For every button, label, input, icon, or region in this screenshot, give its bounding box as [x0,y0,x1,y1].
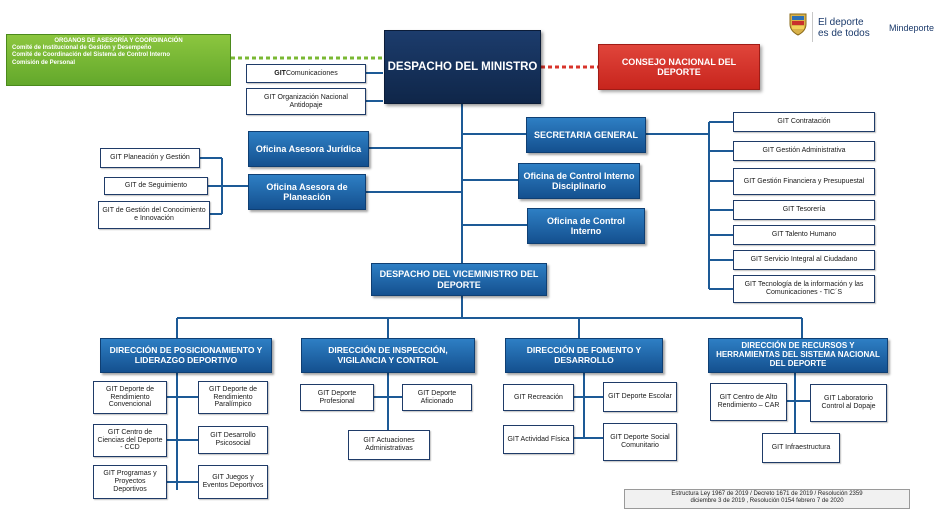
git-comunicaciones-box: GIT Comunicaciones [246,64,366,83]
connector-secretaria-git [709,121,733,290]
git-gestion-administrativa: GIT Gestión Administrativa [733,141,875,161]
direccion-fomento-box: DIRECCIÓN DE FOMENTO Y DESARROLLO [505,338,663,373]
oficina-planeacion-box: Oficina Asesora de Planeación [248,174,366,210]
git-tics: GIT Tecnología de la información y las C… [733,275,875,303]
git-servicio-ciudadano: GIT Servicio Integral al Ciudadano [733,250,875,270]
legal-footnote: Estructura Ley 1967 de 2019 / Decreto 16… [624,489,910,509]
logo-divider [812,12,813,42]
connector-planeacion-git [200,157,248,215]
footnote-line-1: Estructura Ley 1967 de 2019 / Decreto 16… [671,491,863,497]
git-juegos-eventos: GIT Juegos y Eventos Deportivos [198,465,268,499]
coat-of-arms-icon [789,13,807,36]
git-antidopaje-box: GIT Organización Nacional Antidopaje [246,88,366,115]
connector-direcciones [176,296,803,338]
connector-inspeccion [374,373,402,430]
git-actividad-fisica: GIT Actividad Física [503,425,574,454]
git-deporte-aficionado: GIT Deporte Aficionado [402,384,472,411]
oficina-juridica-box: Oficina Asesora Jurídica [248,131,369,167]
git-infraestructura: GIT Infraestructura [762,433,840,463]
git-prefix: GIT [274,69,286,77]
git-programas-proyectos: GIT Programas y Proyectos Deportivos [93,465,167,499]
git-deporte-escolar: GIT Deporte Escolar [603,382,677,412]
git-recreacion: GIT Recreación [503,384,574,411]
connector-control [462,133,527,226]
git-tesoreria: GIT Tesorería [733,200,875,220]
git-centro-alto-rendimiento: GIT Centro de Alto Rendimiento – CAR [710,383,787,421]
git-desarrollo-psicosocial: GIT Desarrollo Psicosocial [198,426,268,454]
organos-line: Comisión de Personal [12,59,76,66]
organos-line: Comité de Institucional de Gestión y Des… [12,45,152,52]
despacho-ministro-box: DESPACHO DEL MINISTRO [384,30,541,104]
connector-recursos [787,373,810,433]
logo-slogan: El deporte es de todos [818,17,870,39]
consejo-nacional-box: CONSEJO NACIONAL DEL DEPORTE [598,44,760,90]
direccion-inspeccion-box: DIRECCIÓN DE INSPECCIÓN, VIGILANCIA Y CO… [301,338,475,373]
direccion-posicionamiento-box: DIRECCIÓN DE POSICIONAMIENTO Y LIDERAZGO… [100,338,272,373]
oficina-control-disciplinario-box: Oficina de Control Interno Disciplinario [518,163,640,199]
git-comunicaciones-label: Comunicaciones [285,69,338,77]
git-centro-ciencias: GIT Centro de Ciencias del Deporte - CCD [93,424,167,457]
git-seguimiento: GIT de Seguimiento [104,177,208,195]
logo-slogan-line-1: El deporte [818,17,864,28]
logo-slogan-line-2: es de todos [818,27,870,39]
git-talento-humano: GIT Talento Humano [733,225,875,245]
git-rendimiento-paralimpico: GIT Deporte de Rendimiento Paralímpico [198,381,268,414]
connector-oficinas-asesoras [366,147,462,193]
connector-posicionamiento [167,373,198,490]
git-actuaciones-administrativas: GIT Actuaciones Administrativas [348,430,430,460]
git-gestion-financiera: GIT Gestión Financiera y Presupuestal [733,168,875,195]
git-rendimiento-convencional: GIT Deporte de Rendimiento Convencional [93,381,167,414]
git-deporte-profesional: GIT Deporte Profesional [300,384,374,411]
oficina-control-interno-box: Oficina de Control Interno [527,208,645,244]
connector-fomento [574,373,603,439]
footnote-line-2: diciembre 3 de 2019 , Resolución 0154 fe… [690,498,844,505]
mindeporte-logo: El deporte es de todos Mindeporte [786,12,938,48]
git-gestion-conocimiento: GIT de Gestión del Conocimiento e Innova… [98,201,210,229]
organos-line: Comité de Coordinación del Sistema de Co… [12,52,171,59]
git-contratacion: GIT Contratación [733,112,875,132]
secretaria-general-box: SECRETARIA GENERAL [526,117,646,153]
organos-title: ORGANOS DE ASESORÍA Y COORDINACIÓN [54,38,183,44]
connector-minister-git [366,72,383,102]
git-laboratorio-dopaje: GIT Laboratorio Control al Dopaje [810,384,887,422]
git-deporte-social: GIT Deporte Social Comunitario [603,423,677,461]
git-planeacion-gestion: GIT Planeación y Gestión [100,148,200,168]
direccion-recursos-box: DIRECCIÓN DE RECURSOS Y HERRAMIENTAS DEL… [708,338,888,373]
despacho-viceministro-box: DESPACHO DEL VICEMINISTRO DEL DEPORTE [371,263,547,296]
organos-asesoria-box: ORGANOS DE ASESORÍA Y COORDINACIÓN Comit… [6,34,231,86]
connector-secretaria-trunk [646,122,710,289]
logo-brand: Mindeporte [889,23,935,33]
